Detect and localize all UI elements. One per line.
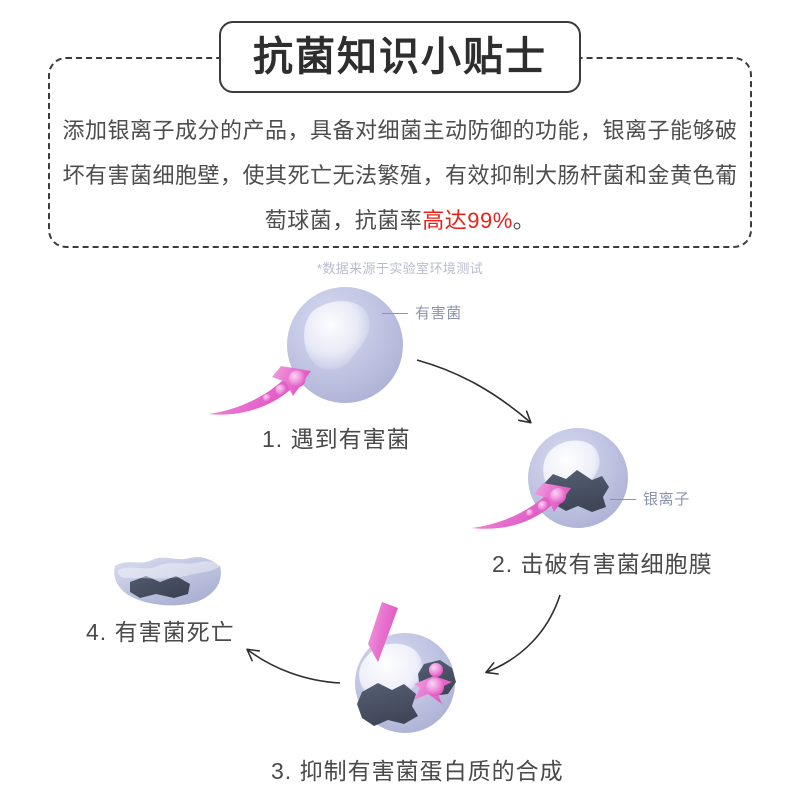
- cell-highlight-3: [359, 643, 423, 702]
- leader-dash-icon: [610, 499, 636, 500]
- dead-cell-rim-shade: [117, 561, 220, 579]
- bacteria-cell-2: [528, 428, 628, 528]
- flow-arrow-1-to-2: [416, 359, 532, 424]
- panel-body-highlight: 高达99%: [422, 208, 513, 233]
- flow-arrow-3-to-4: [246, 648, 341, 684]
- bacteria-cell-3: [355, 633, 455, 733]
- panel-footnote: *数据来源于实验室环境测试: [316, 261, 484, 276]
- leader-label-1-text: 有害菌: [415, 305, 462, 322]
- silver-ion-incoming-3: [368, 602, 398, 662]
- protein-blob-3: [418, 660, 456, 696]
- dead-cell-shell: [114, 557, 221, 606]
- cell-highlight-1: [304, 301, 370, 370]
- leader-label-2-text: 银离子: [643, 491, 690, 508]
- flow-arrow-2-to-3: [485, 594, 561, 675]
- dead-cell-core: [130, 576, 190, 598]
- cell-breach-3: [357, 683, 418, 726]
- panel-body-tail: 。: [512, 208, 536, 233]
- step2-cell-group: [528, 428, 628, 528]
- silver-ion-arrow-1: [208, 366, 311, 415]
- step4-dead-cell-group: [114, 557, 221, 606]
- step-1-caption: 1. 遇到有害菌: [262, 426, 411, 452]
- cell-breach-2: [541, 470, 609, 512]
- cell-highlight-2: [543, 440, 600, 497]
- step-4-caption: 4. 有害菌死亡: [86, 619, 235, 645]
- page-title: 抗菌知识小贴士: [253, 35, 547, 79]
- silver-ion-burst-3: [414, 676, 452, 704]
- leader-dash-icon: [382, 313, 408, 314]
- leader-label-harmful-bacteria: 有害菌: [382, 302, 462, 323]
- step-3-caption: 3. 抑制有害菌蛋白质的合成: [271, 758, 564, 784]
- panel-body-text: 添加银离子成分的产品，具备对细菌主动防御的功能，银离子能够破坏有害菌细胞壁，使其…: [60, 108, 740, 243]
- panel-title-box: 抗菌知识小贴士: [219, 21, 581, 93]
- panel-body-main: 添加银离子成分的产品，具备对细菌主动防御的功能，银离子能够破坏有害菌细胞壁，使其…: [62, 118, 738, 233]
- leader-label-silver-ion: 银离子: [610, 488, 690, 509]
- step-2-caption: 2. 击破有害菌细胞膜: [492, 551, 713, 577]
- silver-ion-arrow-2: [472, 483, 571, 529]
- step3-cell-group: [355, 602, 456, 733]
